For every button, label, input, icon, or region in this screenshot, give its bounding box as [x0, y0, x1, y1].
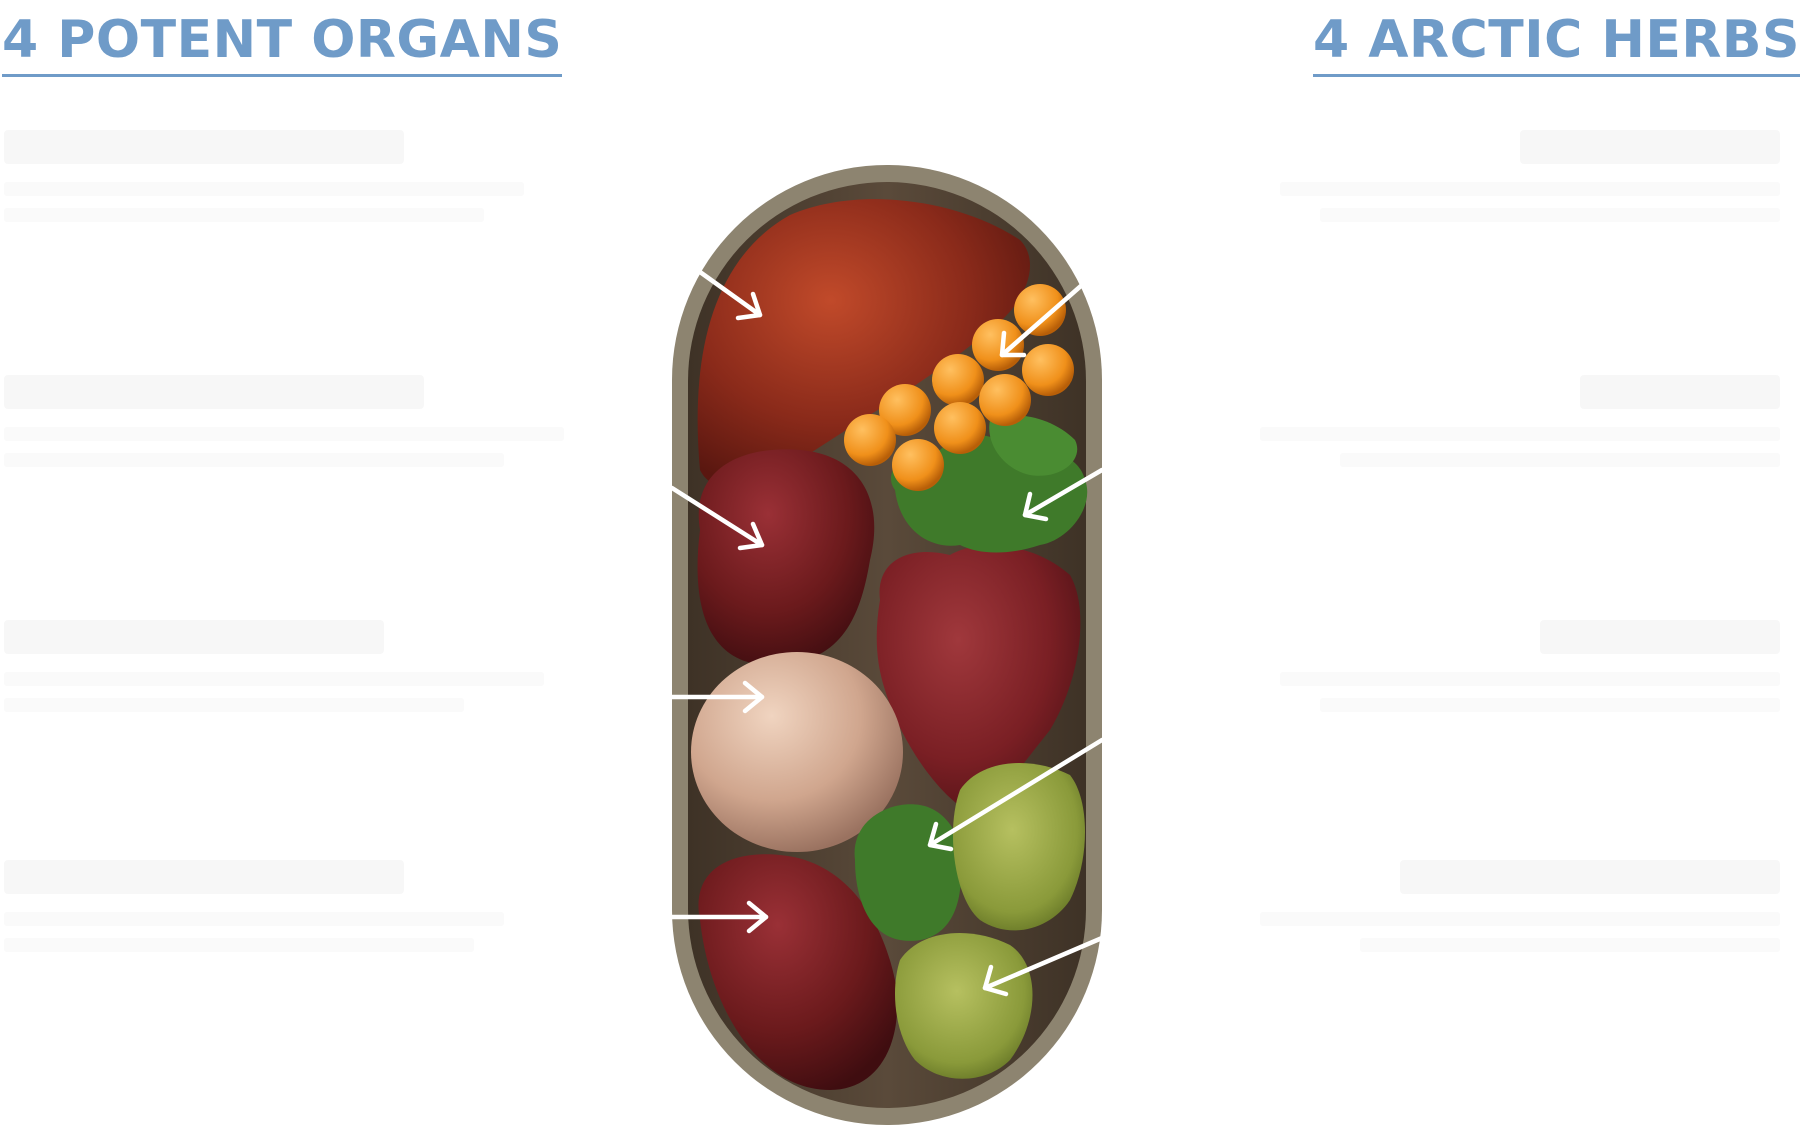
arrow-icon	[669, 485, 765, 551]
herb-leaves-bottom	[854, 804, 963, 941]
testicle-organ	[691, 652, 903, 852]
heart-organ	[876, 545, 1081, 815]
arrow-icon	[669, 900, 769, 934]
arrow-icon	[999, 282, 1085, 358]
arrow-icon	[669, 680, 765, 714]
kidney-organ	[697, 449, 875, 665]
ghost-text-block	[4, 130, 524, 234]
ghost-text-block	[1230, 860, 1790, 964]
ghost-text-block	[4, 620, 544, 724]
spleen-organ	[698, 854, 898, 1090]
ghost-text-block	[4, 860, 504, 964]
herbs-heading[interactable]: 4 ARCTIC HERBS	[1313, 10, 1800, 77]
arrow-icon	[927, 737, 1105, 852]
ghost-text-block	[1230, 620, 1790, 724]
arrow-icon	[697, 269, 763, 321]
ghost-text-block	[1230, 130, 1790, 234]
ghost-text-block	[4, 375, 564, 479]
moss-herb	[895, 763, 1085, 1079]
arrow-icon	[982, 935, 1105, 997]
organs-heading[interactable]: 4 POTENT ORGANS	[2, 10, 563, 77]
arrow-icon	[1022, 467, 1105, 522]
liver-organ	[697, 199, 1030, 489]
berries-herb	[844, 284, 1074, 491]
ghost-text-block	[1230, 375, 1790, 479]
